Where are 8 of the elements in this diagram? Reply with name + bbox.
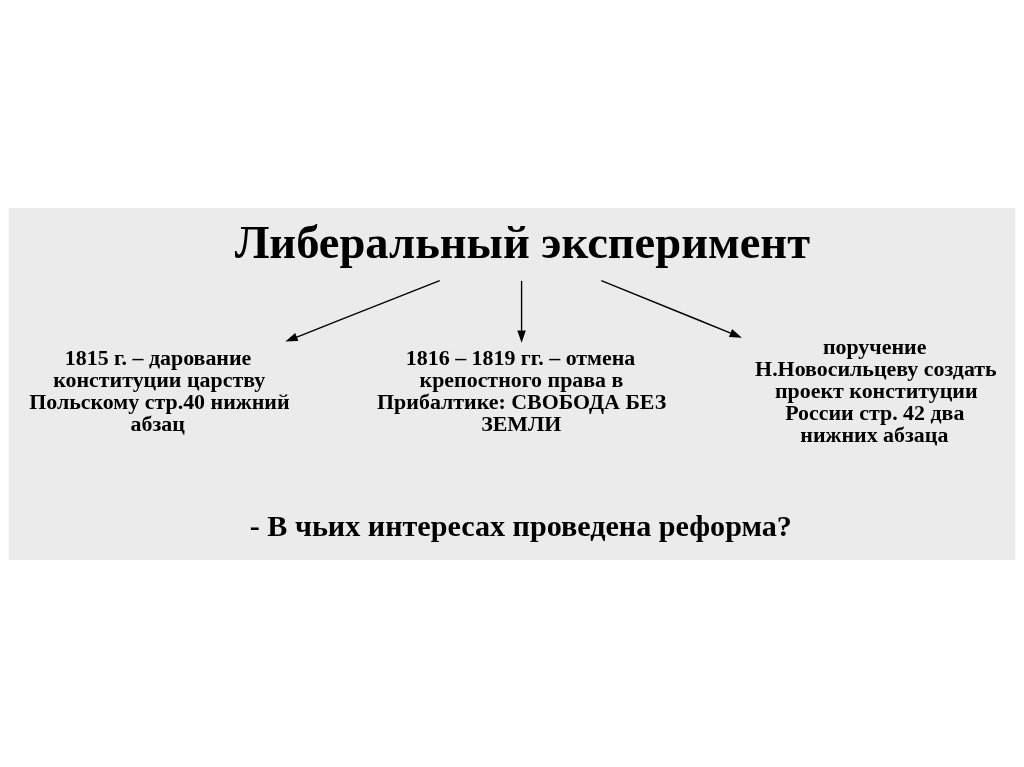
- node-text: 1816 – 1819 гг. – отмена крепостного права в Прибалтике: СВОБОДА БЕЗ ЗЕМЛИ: [377, 344, 667, 436]
- arrow: [517, 279, 526, 343]
- node-text: 1815 г. – дарование конституции царству Польскому стр.40 нижний абзац: [29, 344, 290, 436]
- node-text: Либеральный эксперимент: [234, 216, 811, 268]
- label: - В чьих интересах проведена реформа?: [249, 508, 792, 543]
- arrow: [600, 279, 742, 338]
- arrow: [285, 279, 441, 342]
- node-text: поручение Н.Новосильцеву создать проект конституции России стр. 42 два нижних абзаца: [755, 333, 997, 447]
